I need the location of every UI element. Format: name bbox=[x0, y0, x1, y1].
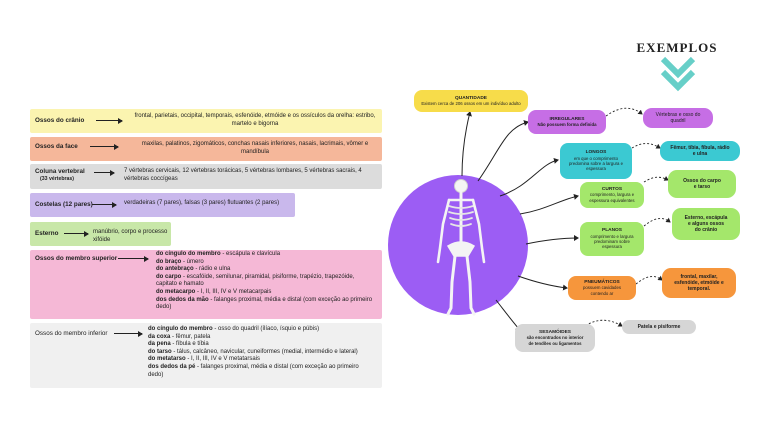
row-esterno: Esterno manúbrio, corpo e processo xifói… bbox=[30, 222, 171, 246]
dash-curtos bbox=[643, 175, 669, 183]
page-title: EXEMPLOS bbox=[636, 40, 718, 55]
arrow-icon bbox=[94, 169, 115, 176]
node-quantidade: QUANTIDADE Existem cerca de 206 ossos em… bbox=[414, 90, 528, 112]
row-label: Coluna vertebral bbox=[35, 168, 85, 175]
node-curtos: CURTOS comprimento, largura e espessura … bbox=[580, 182, 644, 208]
arrow-icon bbox=[114, 330, 143, 337]
row-label: Ossos do membro inferior bbox=[35, 330, 108, 337]
dash-pneumaticos bbox=[635, 275, 663, 285]
node-sesamoides: SESAMÓIDES são encontrados no interior d… bbox=[515, 324, 595, 352]
chevron-down-icon bbox=[660, 56, 696, 92]
example-sesamoides: Patela e pisiforme bbox=[622, 320, 696, 334]
row-text: 7 vértebras cervicais, 12 vértebras torá… bbox=[124, 168, 362, 182]
arrow-icon bbox=[92, 201, 117, 208]
connector-longos bbox=[499, 157, 559, 197]
row-inferior: Ossos do membro inferior do cíngulo do m… bbox=[30, 323, 382, 388]
arrow-icon bbox=[96, 117, 123, 124]
row-text: maxilas, palatinos, zigomáticos, conchas… bbox=[141, 141, 369, 155]
connector-pneumaticos bbox=[517, 275, 568, 291]
arrow-icon bbox=[118, 255, 149, 262]
row-face: Ossos da face maxilas, palatinos, zigomá… bbox=[30, 137, 382, 161]
example-pneumaticos: frontal, maxilar, esfenóide, etmóide e t… bbox=[662, 268, 736, 298]
dash-planos bbox=[643, 217, 671, 227]
row-label: Ossos do crânio bbox=[35, 117, 85, 124]
row-costelas: Costelas (12 pares) verdadeiras (7 pares… bbox=[30, 193, 295, 217]
example-curtos: Ossos do carpo e tarso bbox=[668, 170, 736, 198]
connector-quantidade bbox=[461, 111, 472, 177]
node-planos: PLANOS comprimento e largura predominam … bbox=[580, 222, 644, 256]
row-text: do cíngulo do membro - escápula e clavíc… bbox=[156, 251, 373, 311]
row-superior: Ossos do membro superior do cíngulo do m… bbox=[30, 250, 382, 319]
arrow-icon bbox=[64, 230, 89, 237]
node-irregulares: IRREGULARES Não possuem forma definida bbox=[528, 110, 606, 134]
row-cranio: Ossos do crânio frontal, parietais, occi… bbox=[30, 109, 382, 133]
row-coluna: Coluna vertebral (33 vértebras) 7 vérteb… bbox=[30, 164, 382, 189]
connector-curtos bbox=[519, 193, 579, 215]
example-planos: Esterno, escápula e alguns ossos do crân… bbox=[672, 208, 740, 240]
row-label: Ossos do membro superior bbox=[35, 255, 118, 262]
dash-longos bbox=[631, 143, 661, 149]
example-irregulares: Vértebras e osso do quadril bbox=[643, 108, 713, 128]
row-label: Esterno bbox=[35, 230, 59, 237]
row-sublabel: (33 vértebras) bbox=[40, 176, 75, 182]
node-longos: LONGOS em que o comprimento predomina so… bbox=[560, 143, 632, 179]
connector-planos bbox=[525, 235, 579, 245]
row-text: frontal, parietais, occipital, temporais… bbox=[134, 113, 376, 127]
example-longos: Fêmur, tíbia, fíbula, rádio e ulna bbox=[660, 141, 740, 161]
node-pneumaticos: PNEUMÁTICOS possuem cavidades contendo a… bbox=[568, 276, 636, 300]
skeleton-icon bbox=[436, 179, 486, 316]
row-text: manúbrio, corpo e processo xifóide bbox=[93, 229, 168, 243]
arrow-icon bbox=[90, 143, 119, 150]
dash-irregulares bbox=[605, 107, 643, 117]
connector-irregulares bbox=[477, 120, 529, 182]
row-text: do cíngulo do membro - osso do quadril (… bbox=[148, 326, 359, 378]
row-label: Costelas (12 pares) bbox=[35, 201, 93, 208]
row-label: Ossos da face bbox=[35, 143, 78, 150]
row-text: verdadeiras (7 pares), falsas (3 pares) … bbox=[124, 200, 280, 206]
